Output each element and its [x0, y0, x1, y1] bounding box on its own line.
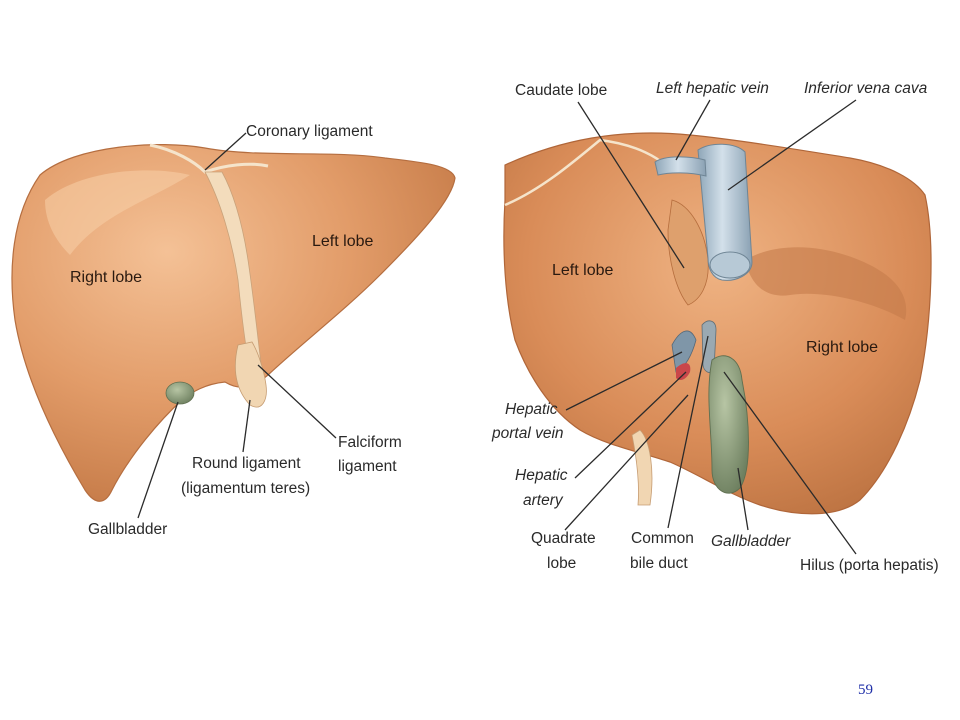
anterior-gallbladder-shape: [165, 381, 195, 405]
hepatic-artery-leader: [574, 371, 687, 479]
anterior-right-lobe-highlight: [45, 170, 190, 255]
posterior-bare-area: [745, 247, 907, 320]
inferior-vena-cava-label: Inferior vena cava: [804, 80, 928, 97]
anterior-liver: Right lobe Left lobe Coronary ligament F…: [11, 123, 456, 538]
caudate-lobe-leader: [577, 101, 685, 269]
page-number: 59: [858, 682, 873, 698]
hepatic-portal-vein-label-1: Hepatic: [505, 401, 558, 418]
posterior-gallbladder-label: Gallbladder: [711, 533, 791, 550]
inferior-vena-cava-opening: [709, 251, 751, 279]
hepatic-portal-vein-leader: [565, 351, 683, 411]
left-hepatic-vein-leader: [675, 99, 711, 161]
anterior-gallbladder-leader: [137, 401, 179, 519]
posterior-round-ligament: [631, 429, 653, 506]
hilus-leader: [723, 371, 857, 555]
round-ligament-leader: [242, 399, 251, 453]
inferior-vena-cava-leader: [727, 99, 857, 191]
hepatic-portal-vein-label-2: portal vein: [491, 425, 564, 442]
coronary-ligament-label: Coronary ligament: [246, 123, 373, 140]
common-bile-duct-label-1: Common: [631, 530, 694, 547]
hepatic-artery-label-1: Hepatic: [515, 467, 568, 484]
hilus-label: Hilus (porta hepatis): [800, 557, 939, 574]
round-ligament-label-1: Round ligament: [192, 455, 301, 472]
anterior-gallbladder-label: Gallbladder: [88, 521, 167, 538]
posterior-gallbladder-shape: [708, 355, 749, 494]
falciform-ligament-label-2: ligament: [338, 458, 397, 475]
quadrate-lobe-label-1: Quadrate: [531, 530, 596, 547]
caudate-lobe-shape: [667, 199, 709, 306]
anterior-right-lobe-label: Right lobe: [70, 269, 142, 286]
posterior-liver: Left lobe Right lobe Caudate lobe Left h…: [491, 80, 939, 574]
common-bile-duct-label-2: bile duct: [630, 555, 688, 572]
inferior-vena-cava-shape: [697, 143, 753, 281]
posterior-top-ligament: [504, 138, 666, 207]
posterior-left-lobe-label: Left lobe: [552, 262, 613, 279]
quadrate-lobe-label-2: lobe: [547, 555, 576, 572]
left-hepatic-vein-shape: [654, 156, 707, 177]
falciform-ligament-leader: [257, 364, 337, 439]
posterior-gallbladder-leader: [737, 467, 749, 531]
round-ligament-label-2: (ligamentum teres): [181, 480, 310, 497]
posterior-liver-body: [503, 132, 932, 515]
anterior-left-lobe-label: Left lobe: [312, 233, 373, 250]
posterior-right-lobe-label: Right lobe: [806, 339, 878, 356]
caudate-lobe-label: Caudate lobe: [515, 82, 607, 99]
round-ligament-shape: [234, 341, 267, 408]
hepatic-artery-shape: [676, 363, 691, 380]
hepatic-artery-label-2: artery: [523, 492, 564, 509]
quadrate-lobe-leader: [564, 394, 689, 531]
left-hepatic-vein-label: Left hepatic vein: [656, 80, 769, 97]
common-bile-duct-leader: [667, 335, 709, 529]
falciform-ligament-label-1: Falciform: [338, 434, 402, 451]
coronary-ligament-leader: [204, 132, 247, 171]
